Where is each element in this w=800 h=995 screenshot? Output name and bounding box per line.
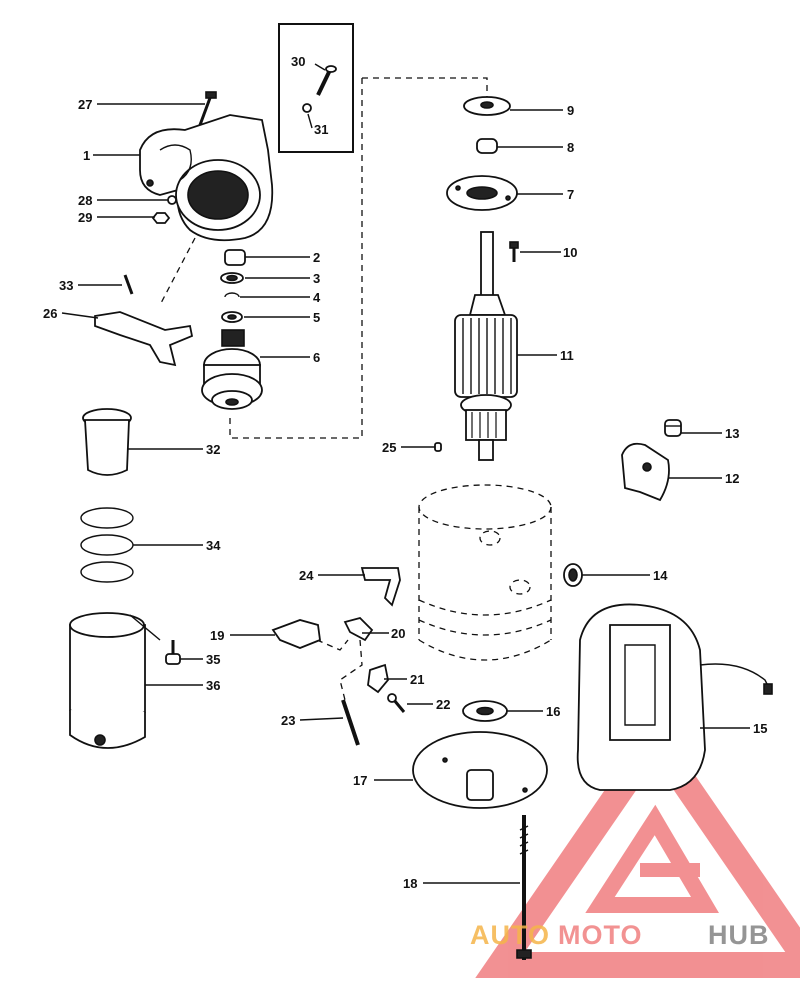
plug-part-14 xyxy=(563,563,583,587)
callout-26: 26 xyxy=(43,306,57,321)
washer-part-16 xyxy=(462,700,508,722)
callout-31: 31 xyxy=(314,122,328,137)
callout-33: 33 xyxy=(59,278,73,293)
callout-21: 21 xyxy=(410,672,424,687)
callout-9: 9 xyxy=(567,103,574,118)
callout-2: 2 xyxy=(313,250,320,265)
end-plate-part-17 xyxy=(412,731,548,809)
watermark-moto: MOTO xyxy=(558,920,643,950)
commutator-end-housing-part-15 xyxy=(576,603,773,791)
callout-23: 23 xyxy=(281,713,295,728)
bracket-part-20 xyxy=(343,616,374,642)
callout-15: 15 xyxy=(753,721,767,736)
callout-11: 11 xyxy=(560,348,574,363)
callout-30: 30 xyxy=(291,54,305,69)
watermark-auto: AUTO xyxy=(470,920,550,950)
callout-24: 24 xyxy=(299,568,314,583)
callout-labels: 27 1 28 29 30 31 33 26 2 3 4 5 6 9 8 7 1… xyxy=(43,54,767,891)
callout-18: 18 xyxy=(403,876,417,891)
callout-3: 3 xyxy=(313,271,320,286)
clip-part-24 xyxy=(360,567,401,607)
drive-stack xyxy=(201,249,263,410)
guide-line xyxy=(362,77,488,97)
key-part-25 xyxy=(434,442,442,452)
shift-lever-part-26 xyxy=(94,311,194,367)
callout-12: 12 xyxy=(725,471,739,486)
nut-part-29 xyxy=(151,212,171,224)
callout-32: 32 xyxy=(206,442,220,457)
callout-4: 4 xyxy=(313,290,321,305)
field-frame-outline xyxy=(418,484,552,661)
screw-part-27 xyxy=(198,91,217,126)
inset-box xyxy=(278,23,354,153)
upper-stack xyxy=(446,96,518,211)
callout-29: 29 xyxy=(78,210,92,225)
screw-part-13 xyxy=(664,419,682,437)
guide-line xyxy=(159,237,196,306)
guide-line xyxy=(316,639,349,651)
screw-part-35 xyxy=(165,640,181,665)
callout-8: 8 xyxy=(567,140,574,155)
callout-14: 14 xyxy=(653,568,668,583)
spring-part-34 xyxy=(80,507,134,583)
callout-22: 22 xyxy=(436,697,450,712)
callout-19: 19 xyxy=(210,628,224,643)
pin-part-33 xyxy=(123,274,134,295)
solenoid-part-36 xyxy=(69,612,161,749)
callout-1: 1 xyxy=(83,148,90,163)
callout-17: 17 xyxy=(353,773,367,788)
snap-ring-part-4 xyxy=(224,292,240,298)
brush-part-21 xyxy=(367,663,389,694)
bushing-part-2 xyxy=(224,249,246,266)
pin-part-23 xyxy=(341,699,360,746)
callout-35: 35 xyxy=(206,652,220,667)
callout-5: 5 xyxy=(313,310,320,325)
callout-27: 27 xyxy=(78,97,92,112)
screw-part-10 xyxy=(509,241,519,262)
drive-housing-part-1 xyxy=(139,114,274,242)
armature-part-11 xyxy=(454,231,518,461)
bushing-part-32 xyxy=(82,408,132,476)
through-bolt-part-18 xyxy=(516,815,532,960)
callout-28: 28 xyxy=(78,193,92,208)
callout-13: 13 xyxy=(725,426,739,441)
lockwasher-part-31 xyxy=(302,103,312,113)
callout-16: 16 xyxy=(546,704,560,719)
callout-10: 10 xyxy=(563,245,577,260)
callout-6: 6 xyxy=(313,350,320,365)
watermark-hub: HUB xyxy=(708,920,770,950)
bushing-part-8 xyxy=(476,138,498,154)
callout-7: 7 xyxy=(567,187,574,202)
screw-part-22 xyxy=(387,693,406,713)
bracket-part-19 xyxy=(271,619,321,649)
watermark-text: AUTO MOTO HUB xyxy=(470,920,770,950)
callout-36: 36 xyxy=(206,678,220,693)
guide-line xyxy=(339,639,363,701)
guide-line xyxy=(229,78,363,439)
screw-part-30 xyxy=(316,69,332,96)
callout-34: 34 xyxy=(206,538,221,553)
bracket-part-12 xyxy=(621,442,670,502)
washer-part-28 xyxy=(167,195,177,205)
watermark-logo-triangle xyxy=(475,717,800,978)
callout-20: 20 xyxy=(391,626,405,641)
callout-25: 25 xyxy=(382,440,396,455)
drive-assembly-part-6 xyxy=(201,329,263,410)
leader-lines xyxy=(61,63,750,884)
